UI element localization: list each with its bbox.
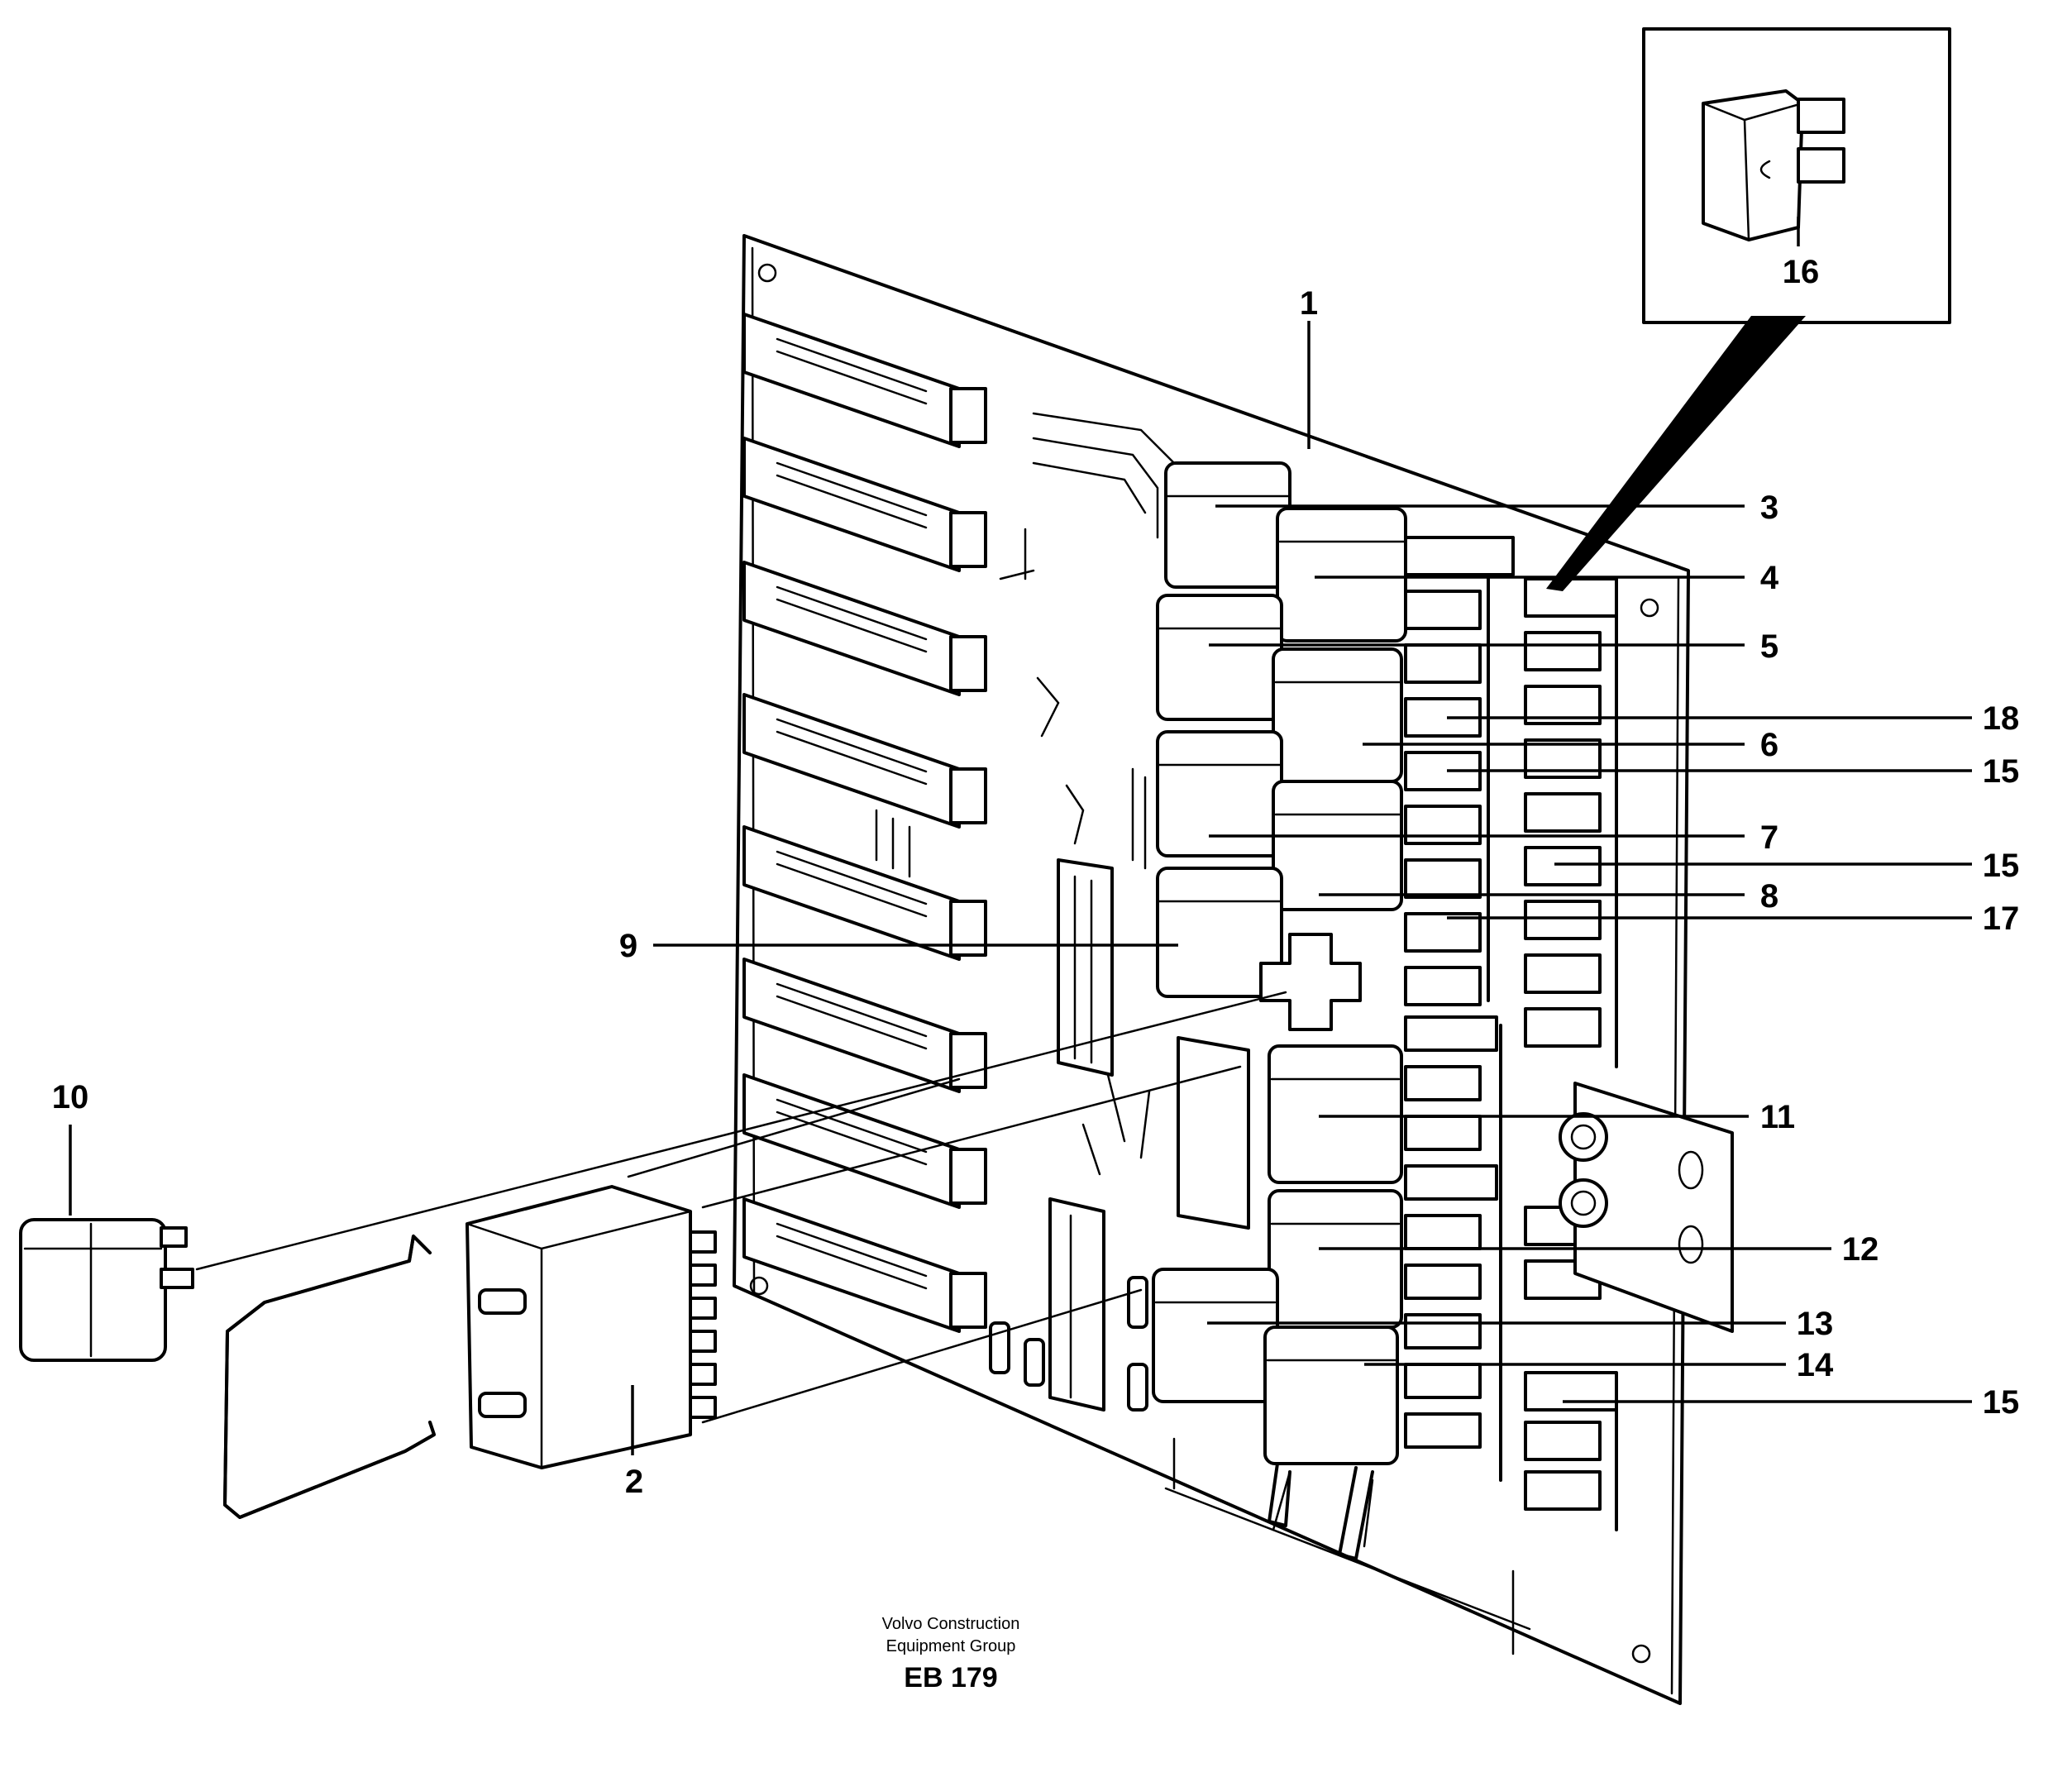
callout-17: 17 <box>1983 900 2020 937</box>
callout-15-upper: 15 <box>1983 753 2020 790</box>
callout-3: 3 <box>1760 490 1778 526</box>
callout-15-middle: 15 <box>1983 848 2020 884</box>
callout-4: 4 <box>1760 560 1779 596</box>
callout-18: 18 <box>1983 700 2020 737</box>
retaining-clip <box>223 1235 436 1519</box>
board-fuse-rows <box>1404 536 1618 1531</box>
leader-lines <box>69 321 1972 1455</box>
callout-6: 6 <box>1760 727 1778 763</box>
board-connector-strips <box>742 313 987 1333</box>
projection-lines <box>195 991 1287 1424</box>
callout-1: 1 <box>1300 285 1318 322</box>
callout-7: 7 <box>1760 819 1778 856</box>
callout-9: 9 <box>619 928 637 964</box>
callout-8: 8 <box>1760 878 1778 915</box>
publisher-caption: Volvo Construction Equipment Group EB 17… <box>882 1615 1020 1693</box>
callout-13: 13 <box>1797 1306 1834 1342</box>
callout-labels: 1 2 3 4 5 6 7 8 9 10 11 12 13 14 15 15 1… <box>52 254 2020 1500</box>
board-small-components <box>989 858 1374 1560</box>
board-traces <box>875 412 1531 1655</box>
caption-line-2: Equipment Group <box>886 1637 1016 1655</box>
callout-2: 2 <box>625 1464 643 1500</box>
callout-11: 11 <box>1760 1099 1795 1135</box>
ground-bracket <box>1559 1082 1734 1333</box>
spare-relay <box>19 1218 194 1362</box>
board-relays <box>1152 461 1407 1465</box>
callout-12: 12 <box>1842 1231 1879 1268</box>
caption-line-1: Volvo Construction <box>882 1615 1020 1633</box>
callout-10: 10 <box>52 1079 89 1115</box>
callout-16: 16 <box>1783 254 1820 290</box>
callout-5: 5 <box>1760 628 1778 665</box>
timer-relay <box>465 1185 717 1469</box>
fuse-detail-inset <box>1546 27 1951 591</box>
callout-14: 14 <box>1797 1347 1834 1383</box>
callout-15-lower: 15 <box>1983 1384 2020 1421</box>
figure-code: EB 179 <box>904 1662 997 1693</box>
